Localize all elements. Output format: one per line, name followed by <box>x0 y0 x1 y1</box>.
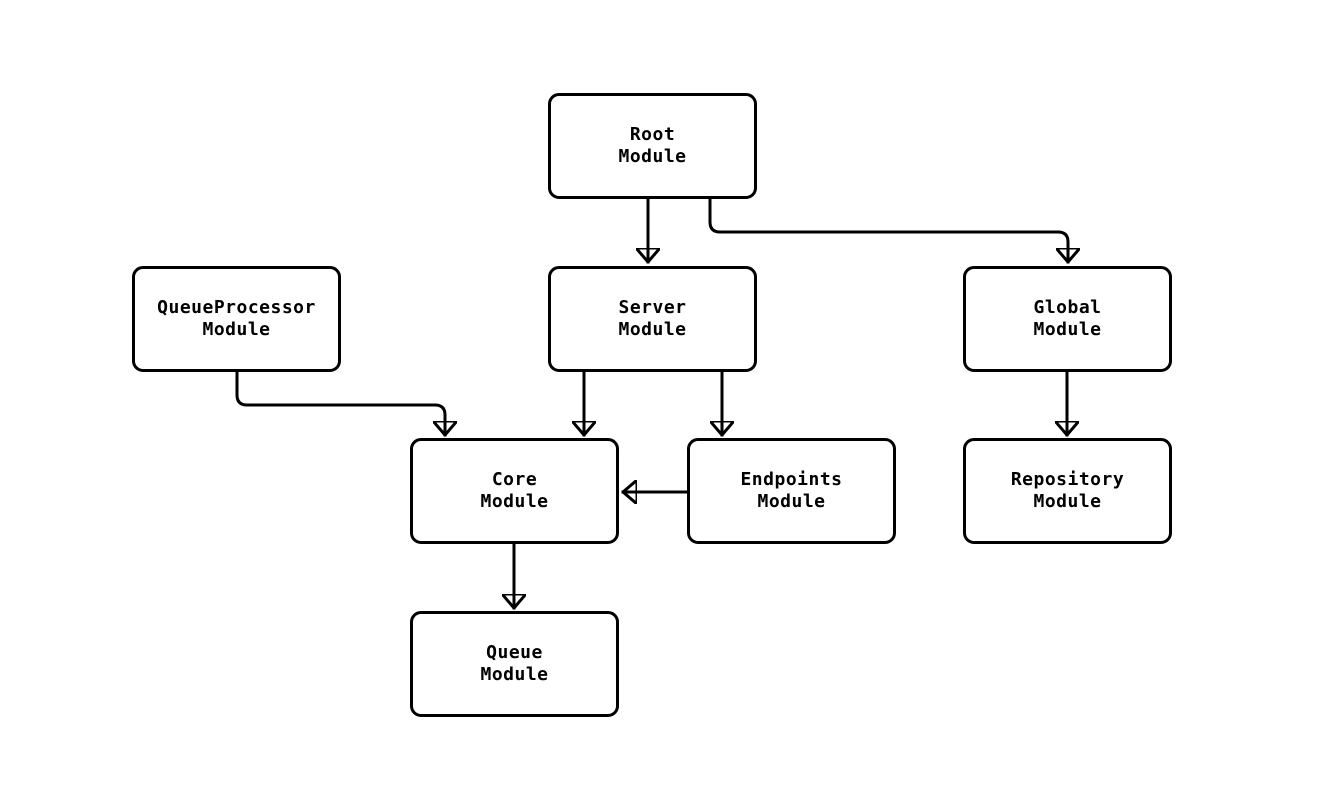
node-repository-module: Repository Module <box>963 438 1172 544</box>
node-queueprocessor-module: QueueProcessor Module <box>132 266 341 372</box>
node-label-line: Module <box>202 319 271 340</box>
node-core-module: Core Module <box>410 438 619 544</box>
node-root-module: Root Module <box>548 93 757 199</box>
node-label-line: Module <box>480 664 549 685</box>
node-global-module: Global Module <box>963 266 1172 372</box>
node-label-line: Queue <box>486 642 543 663</box>
node-endpoints-module: Endpoints Module <box>687 438 896 544</box>
node-queue-module: Queue Module <box>410 611 619 717</box>
node-server-module: Server Module <box>548 266 757 372</box>
node-label-line: QueueProcessor <box>157 297 316 318</box>
node-label-line: Module <box>618 146 687 167</box>
node-label-line: Module <box>1033 319 1102 340</box>
node-label-line: Root <box>629 124 676 145</box>
node-label-line: Module <box>480 491 549 512</box>
node-label-line: Module <box>1033 491 1102 512</box>
node-label-line: Endpoints <box>740 469 843 490</box>
node-label-line: Module <box>757 491 826 512</box>
node-label-line: Module <box>618 319 687 340</box>
edge-queueprocessor-to-core <box>235 371 445 437</box>
node-label-line: Global <box>1033 297 1102 318</box>
node-label-line: Repository <box>1010 469 1125 490</box>
edge-root-to-global <box>708 197 1068 264</box>
node-label-line: Server <box>618 297 687 318</box>
node-label-line: Core <box>491 469 538 490</box>
